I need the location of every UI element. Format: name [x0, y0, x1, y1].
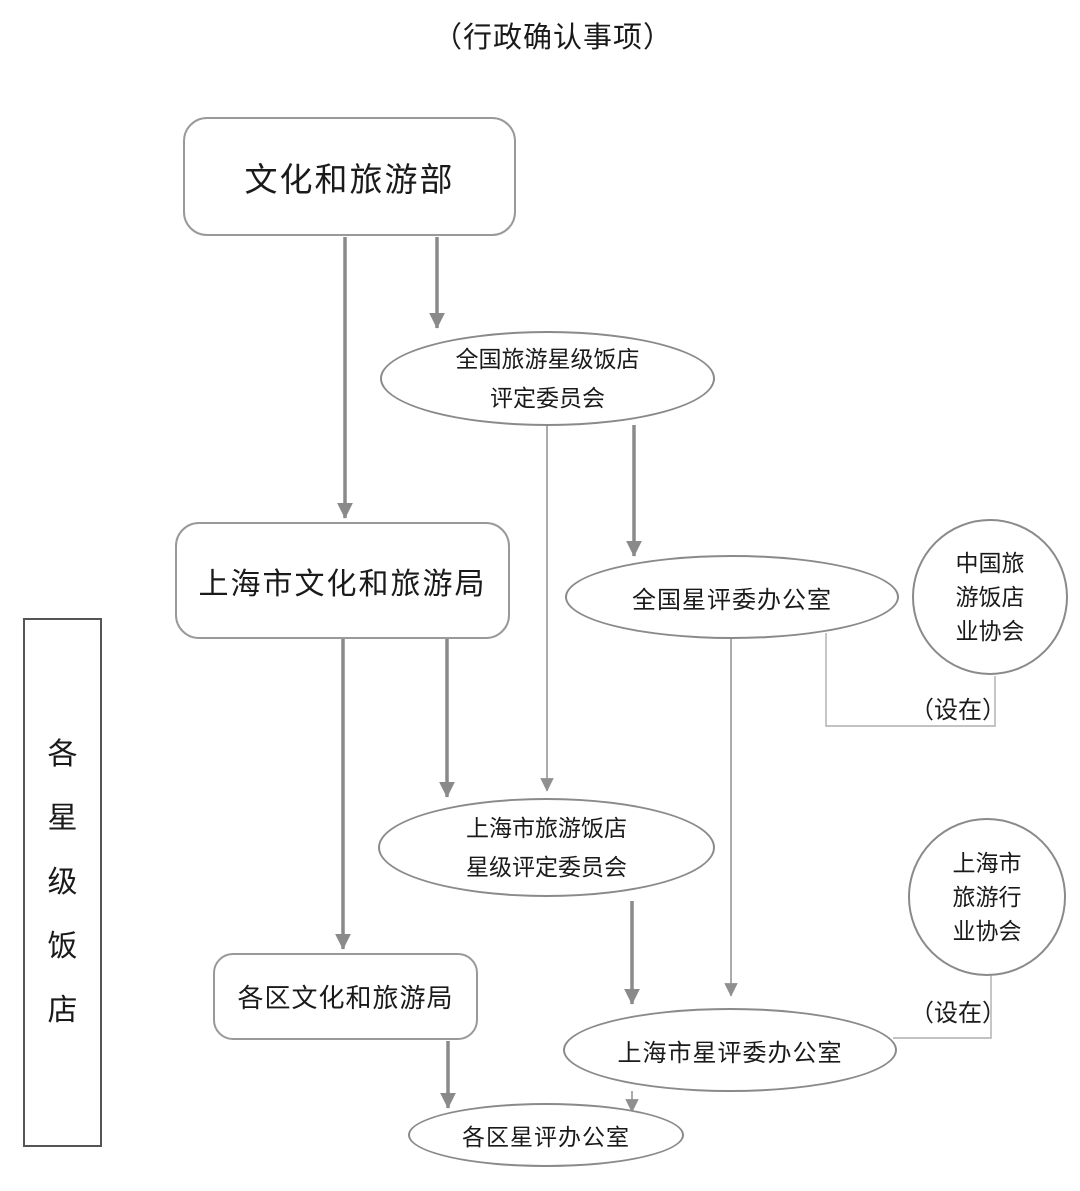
node-district-culture-tourism-bureaus: 各区文化和旅游局 [213, 953, 478, 1040]
node-district-star-rating-offices: 各区星评办公室 [408, 1103, 684, 1167]
node-shanghai-tourism-industry-association: 上海市 旅游行 业协会 [908, 818, 1066, 976]
node-national-star-rating-office: 全国星评委办公室 [565, 555, 899, 639]
diagram-title: （行政确认事项） [432, 22, 674, 54]
connector-shanghai-association-to-shanghai-office [893, 974, 992, 1039]
node-national-star-hotel-rating-committee: 全国旅游星级饭店 评定委员会 [380, 331, 715, 426]
node-shanghai-star-rating-office: 上海市星评委办公室 [563, 1008, 897, 1092]
connector-national-office-to-china-association [825, 633, 996, 727]
node-shanghai-star-hotel-rating-committee: 上海市旅游饭店 星级评定委员会 [378, 798, 715, 897]
located-in-label-top: （设在） [910, 697, 1006, 724]
node-star-rated-hotels: 各 星 级 饭 店 [23, 618, 102, 1147]
node-china-tourist-hotel-association: 中国旅 游饭店 业协会 [912, 519, 1068, 675]
located-in-label-bottom: （设在） [910, 1000, 1006, 1027]
node-ministry-of-culture-and-tourism: 文化和旅游部 [183, 117, 516, 236]
node-shanghai-culture-tourism-bureau: 上海市文化和旅游局 [175, 522, 510, 639]
